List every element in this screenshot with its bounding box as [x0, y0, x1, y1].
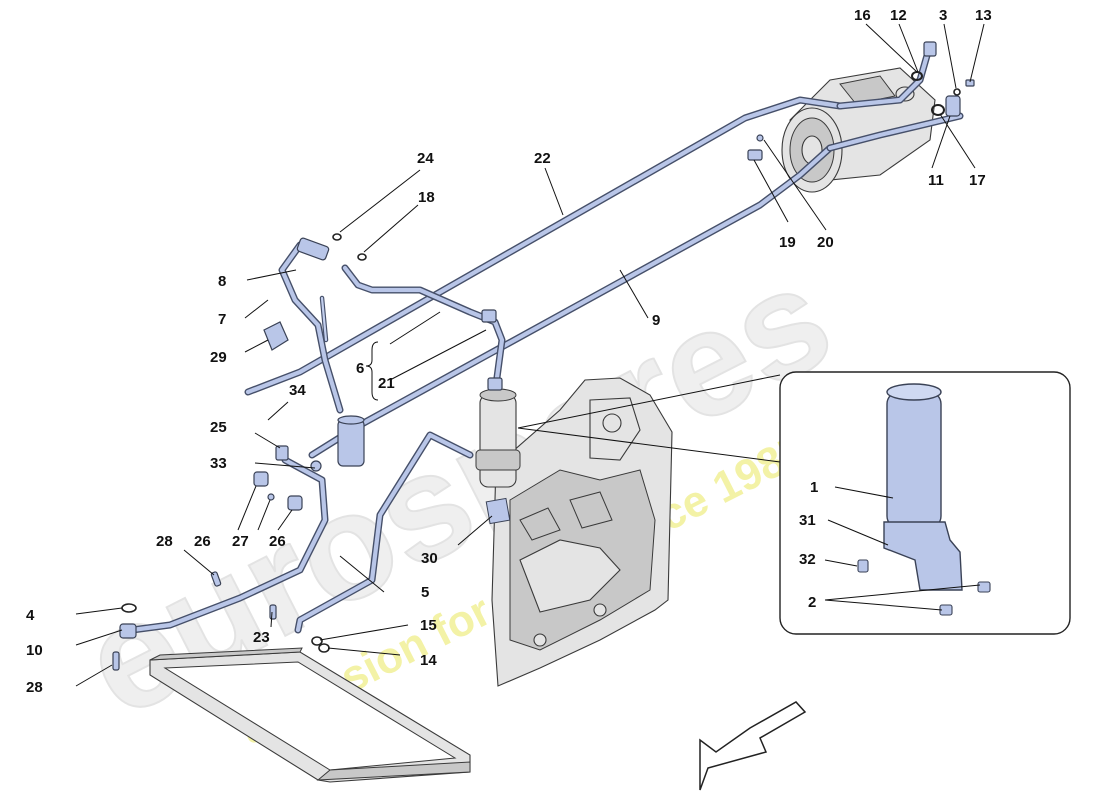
fitting-21 — [481, 309, 497, 323]
oring-17 — [931, 104, 945, 116]
drier-label-plate — [485, 497, 511, 525]
callout-9: 9 — [652, 312, 660, 329]
callout-33: 33 — [210, 455, 227, 472]
callout-26a: 26 — [194, 533, 211, 550]
callout-3: 3 — [939, 7, 947, 24]
fitting-19 — [747, 149, 763, 161]
oring-24 — [332, 233, 342, 241]
direction-arrow — [699, 701, 807, 791]
fitting-33 — [310, 460, 322, 472]
callout-24: 24 — [417, 150, 434, 167]
fitting-25 — [275, 445, 289, 461]
callout-31: 31 — [799, 512, 816, 529]
callout-14: 14 — [420, 652, 437, 669]
callout-19: 19 — [779, 234, 796, 251]
callout-2: 2 — [808, 594, 816, 611]
callout-30: 30 — [421, 550, 438, 567]
clip-27 — [267, 493, 275, 501]
bolt-28a — [210, 571, 222, 587]
callout-27: 27 — [232, 533, 249, 550]
callout-29: 29 — [210, 349, 227, 366]
callout-25: 25 — [210, 419, 227, 436]
callout-28a: 28 — [156, 533, 173, 550]
callout-13: 13 — [975, 7, 992, 24]
fitting-16 — [923, 41, 937, 57]
callout-22: 22 — [534, 150, 551, 167]
fitting-drier — [487, 377, 503, 391]
callout-15: 15 — [420, 617, 437, 634]
callout-18: 18 — [418, 189, 435, 206]
clamp-26b — [287, 495, 303, 511]
clip-29 — [263, 321, 289, 351]
callout-10: 10 — [26, 642, 43, 659]
oring-18 — [357, 253, 367, 261]
callout-28b: 28 — [26, 679, 43, 696]
radiator — [149, 647, 471, 783]
callout-8: 8 — [218, 273, 226, 290]
clamp-26a — [253, 471, 269, 487]
callout-1: 1 — [810, 479, 818, 496]
callout-5: 5 — [421, 584, 429, 601]
callout-26b: 26 — [269, 533, 286, 550]
fitting-10 — [119, 623, 137, 639]
callout-4: 4 — [26, 607, 35, 624]
bolt-20 — [756, 134, 764, 142]
oring-15 — [311, 636, 323, 646]
washer-3 — [953, 88, 961, 96]
block-11 — [945, 95, 961, 117]
callout-12: 12 — [890, 7, 907, 24]
callout-21: 21 — [378, 375, 395, 392]
callout-16: 16 — [854, 7, 871, 24]
callout-6: 6 — [356, 360, 364, 377]
bolt-23 — [269, 604, 277, 620]
callout-labels: 1 2 3 4 5 6 7 8 9 10 11 12 13 14 15 16 1… — [26, 7, 992, 696]
receiver-drier — [475, 388, 521, 525]
bolt-28b — [112, 651, 120, 671]
leader-lines — [75, 23, 985, 687]
callout-17: 17 — [969, 172, 986, 189]
fitting-8 — [296, 237, 330, 261]
callout-7: 7 — [218, 311, 226, 328]
small-parts — [112, 41, 975, 671]
hose-canister — [337, 415, 365, 467]
callout-11: 11 — [928, 172, 944, 189]
callout-34: 34 — [289, 382, 306, 399]
mounting-bracket — [491, 377, 673, 687]
callout-32: 32 — [799, 551, 816, 568]
callout-20: 20 — [817, 234, 834, 251]
callout-23: 23 — [253, 629, 270, 646]
detail-inset — [517, 371, 1071, 635]
